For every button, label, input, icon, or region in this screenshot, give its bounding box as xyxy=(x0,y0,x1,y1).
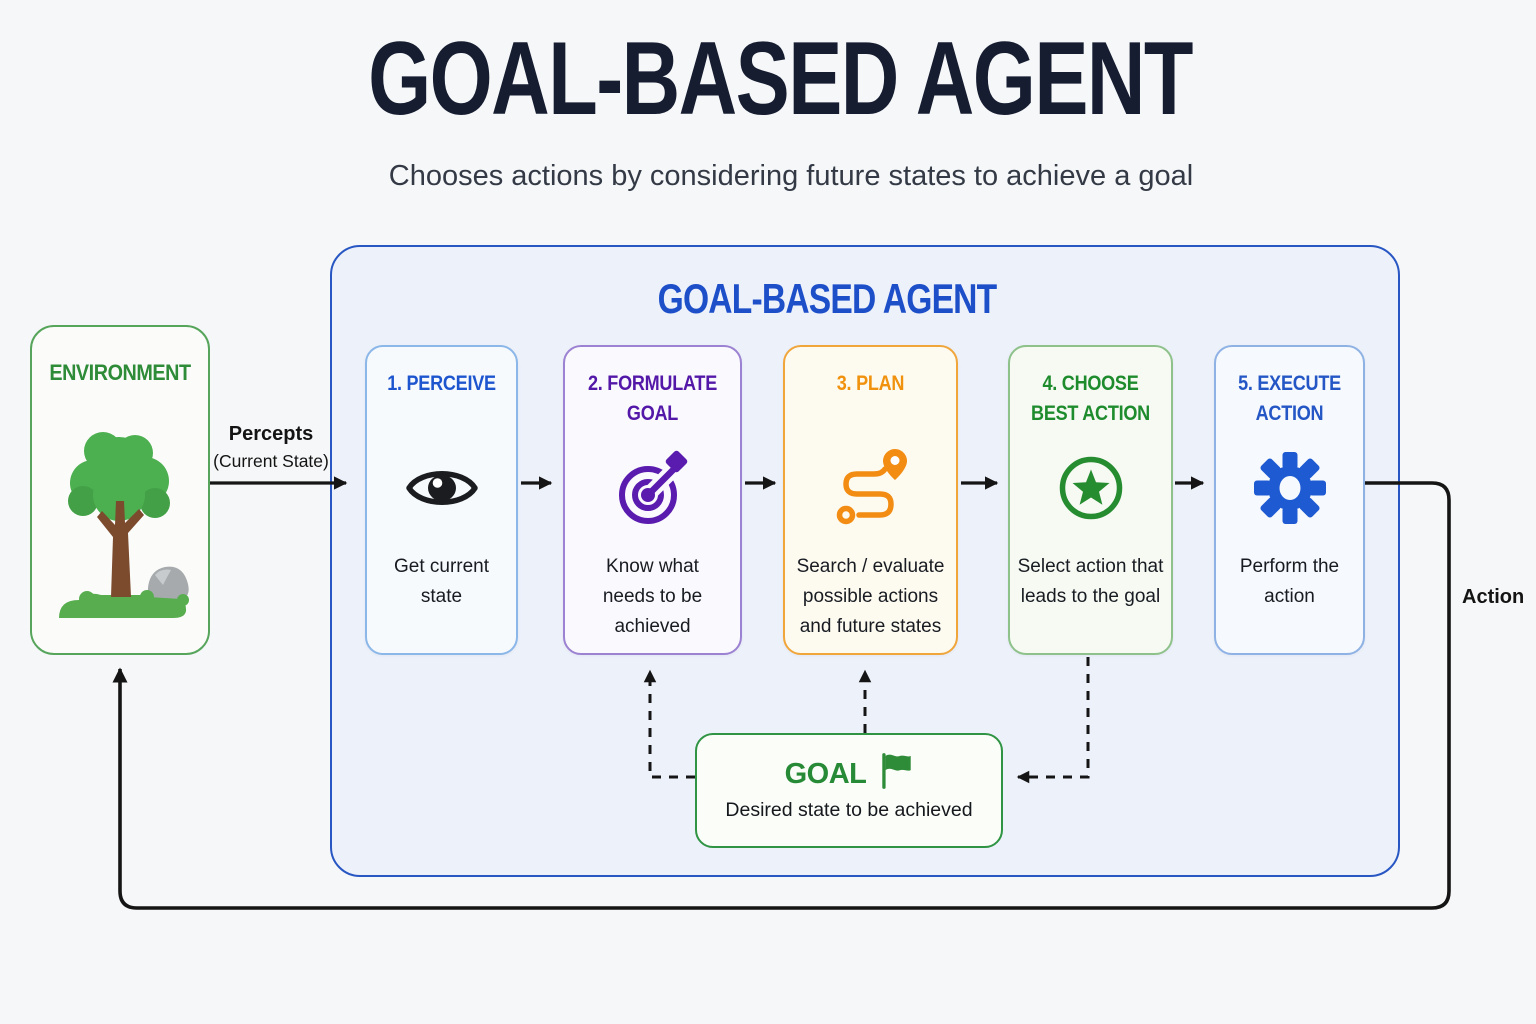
step-card-execute-action: 5. EXECUTE ACTION Perform the action xyxy=(1214,345,1365,655)
step-title: 3. PLAN xyxy=(836,372,905,395)
step-title: 2. FORMULATE GOAL xyxy=(587,372,717,425)
goal-desc: Desired state to be achieved xyxy=(725,799,973,821)
step-card-perceive: 1. PERCEIVE Get current state xyxy=(365,345,518,655)
star-circle-icon xyxy=(1059,456,1122,520)
environment-title: ENVIRONMENT xyxy=(49,360,191,385)
step-card-plan: 3. PLAN Search / evaluate possible actio… xyxy=(783,345,958,655)
step-desc: Select action that leads to the goal xyxy=(1017,556,1164,607)
step-card-choose-best-action: 4. CHOOSE BEST ACTION Select action that… xyxy=(1008,345,1173,655)
step-title: 1. PERCEIVE xyxy=(387,372,496,395)
agent-title: GOAL-BASED AGENT xyxy=(657,275,998,322)
route-icon xyxy=(836,449,907,525)
step-title: 5. EXECUTE ACTION xyxy=(1238,372,1341,425)
action-label: Action xyxy=(1462,586,1525,608)
step-desc: Perform the action xyxy=(1239,556,1340,607)
page-title: GOAL-BASED AGENT xyxy=(368,21,1193,137)
percepts-label: Percepts xyxy=(228,423,314,445)
step-title: 4. CHOOSE BEST ACTION xyxy=(1031,372,1150,425)
step-desc: Get current state xyxy=(393,556,490,607)
flag-icon xyxy=(882,753,912,789)
eye-icon xyxy=(405,471,478,505)
goal-title: GOAL xyxy=(784,757,867,790)
goal-box: GOAL Desired state to be achieved xyxy=(695,733,1003,848)
target-dart-icon xyxy=(618,450,687,524)
step-card-formulate-goal: 2. FORMULATE GOAL Know what needs to be … xyxy=(563,345,742,655)
percepts-sublabel: (Current State) xyxy=(213,451,329,471)
environment-box: ENVIRONMENT xyxy=(30,325,210,655)
page-subtitle: Chooses actions by considering future st… xyxy=(388,160,1194,192)
step-desc: Search / evaluate possible actions and f… xyxy=(796,556,945,637)
gear-icon xyxy=(1253,452,1326,524)
step-desc: Know what needs to be achieved xyxy=(602,556,703,637)
tree-icon xyxy=(59,432,189,618)
